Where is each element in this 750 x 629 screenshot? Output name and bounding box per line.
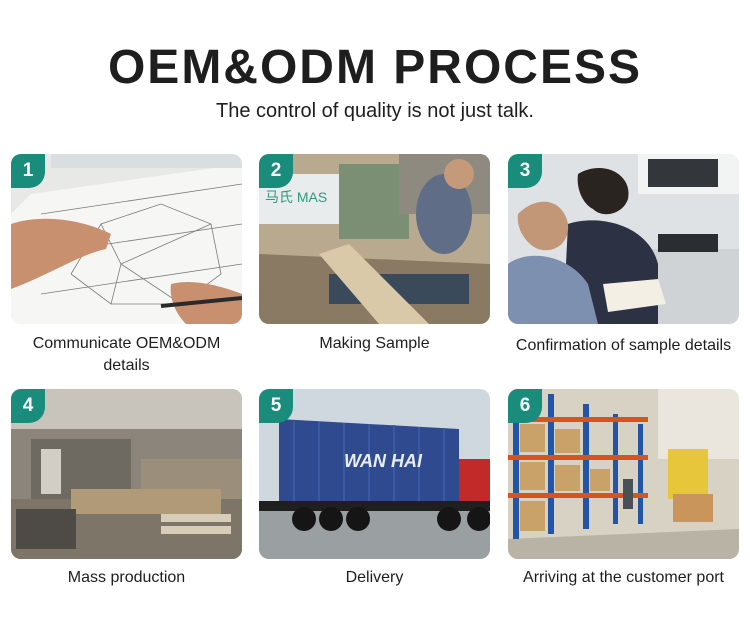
step-1-image: 1: [11, 154, 242, 324]
step-6-image: 6: [508, 389, 739, 559]
step-4-caption: Mass production: [67, 569, 186, 586]
step-2-caption: Making Sample: [319, 335, 430, 352]
design-drawing-photo: [11, 154, 242, 324]
step-5-image: WAN HAI 5: [259, 389, 490, 559]
container-truck-photo: WAN HAI: [259, 389, 490, 559]
step-3-caption: Confirmation of sample details: [515, 337, 732, 354]
office-meeting-photo: [508, 154, 739, 324]
step-1-badge: 1: [11, 154, 45, 188]
step-5-badge: 5: [259, 389, 293, 423]
warehouse-photo: [508, 389, 739, 559]
step-1-caption: Communicate OEM&ODM details: [32, 335, 221, 374]
page-subtitle: The control of quality is not just talk.: [216, 100, 534, 122]
step-5-caption: Delivery: [345, 569, 404, 586]
container-logo-text: WAN HAI: [344, 451, 423, 471]
page-title: OEM&ODM PROCESS: [107, 41, 643, 94]
sample-workshop-photo: 马氏 MAS: [259, 154, 490, 324]
factory-floor-photo: [11, 389, 242, 559]
step-4-badge: 4: [11, 389, 45, 423]
machine-sign-text: 马氏 MAS: [265, 189, 327, 205]
step-3-badge: 3: [508, 154, 542, 188]
step-2-badge: 2: [259, 154, 293, 188]
step-3-image: 3: [508, 154, 739, 324]
step-4-image: 4: [11, 389, 242, 559]
step-6-caption: Arriving at the customer port: [523, 569, 724, 586]
step-6-badge: 6: [508, 389, 542, 423]
step-2-image: 马氏 MAS 2: [259, 154, 490, 324]
